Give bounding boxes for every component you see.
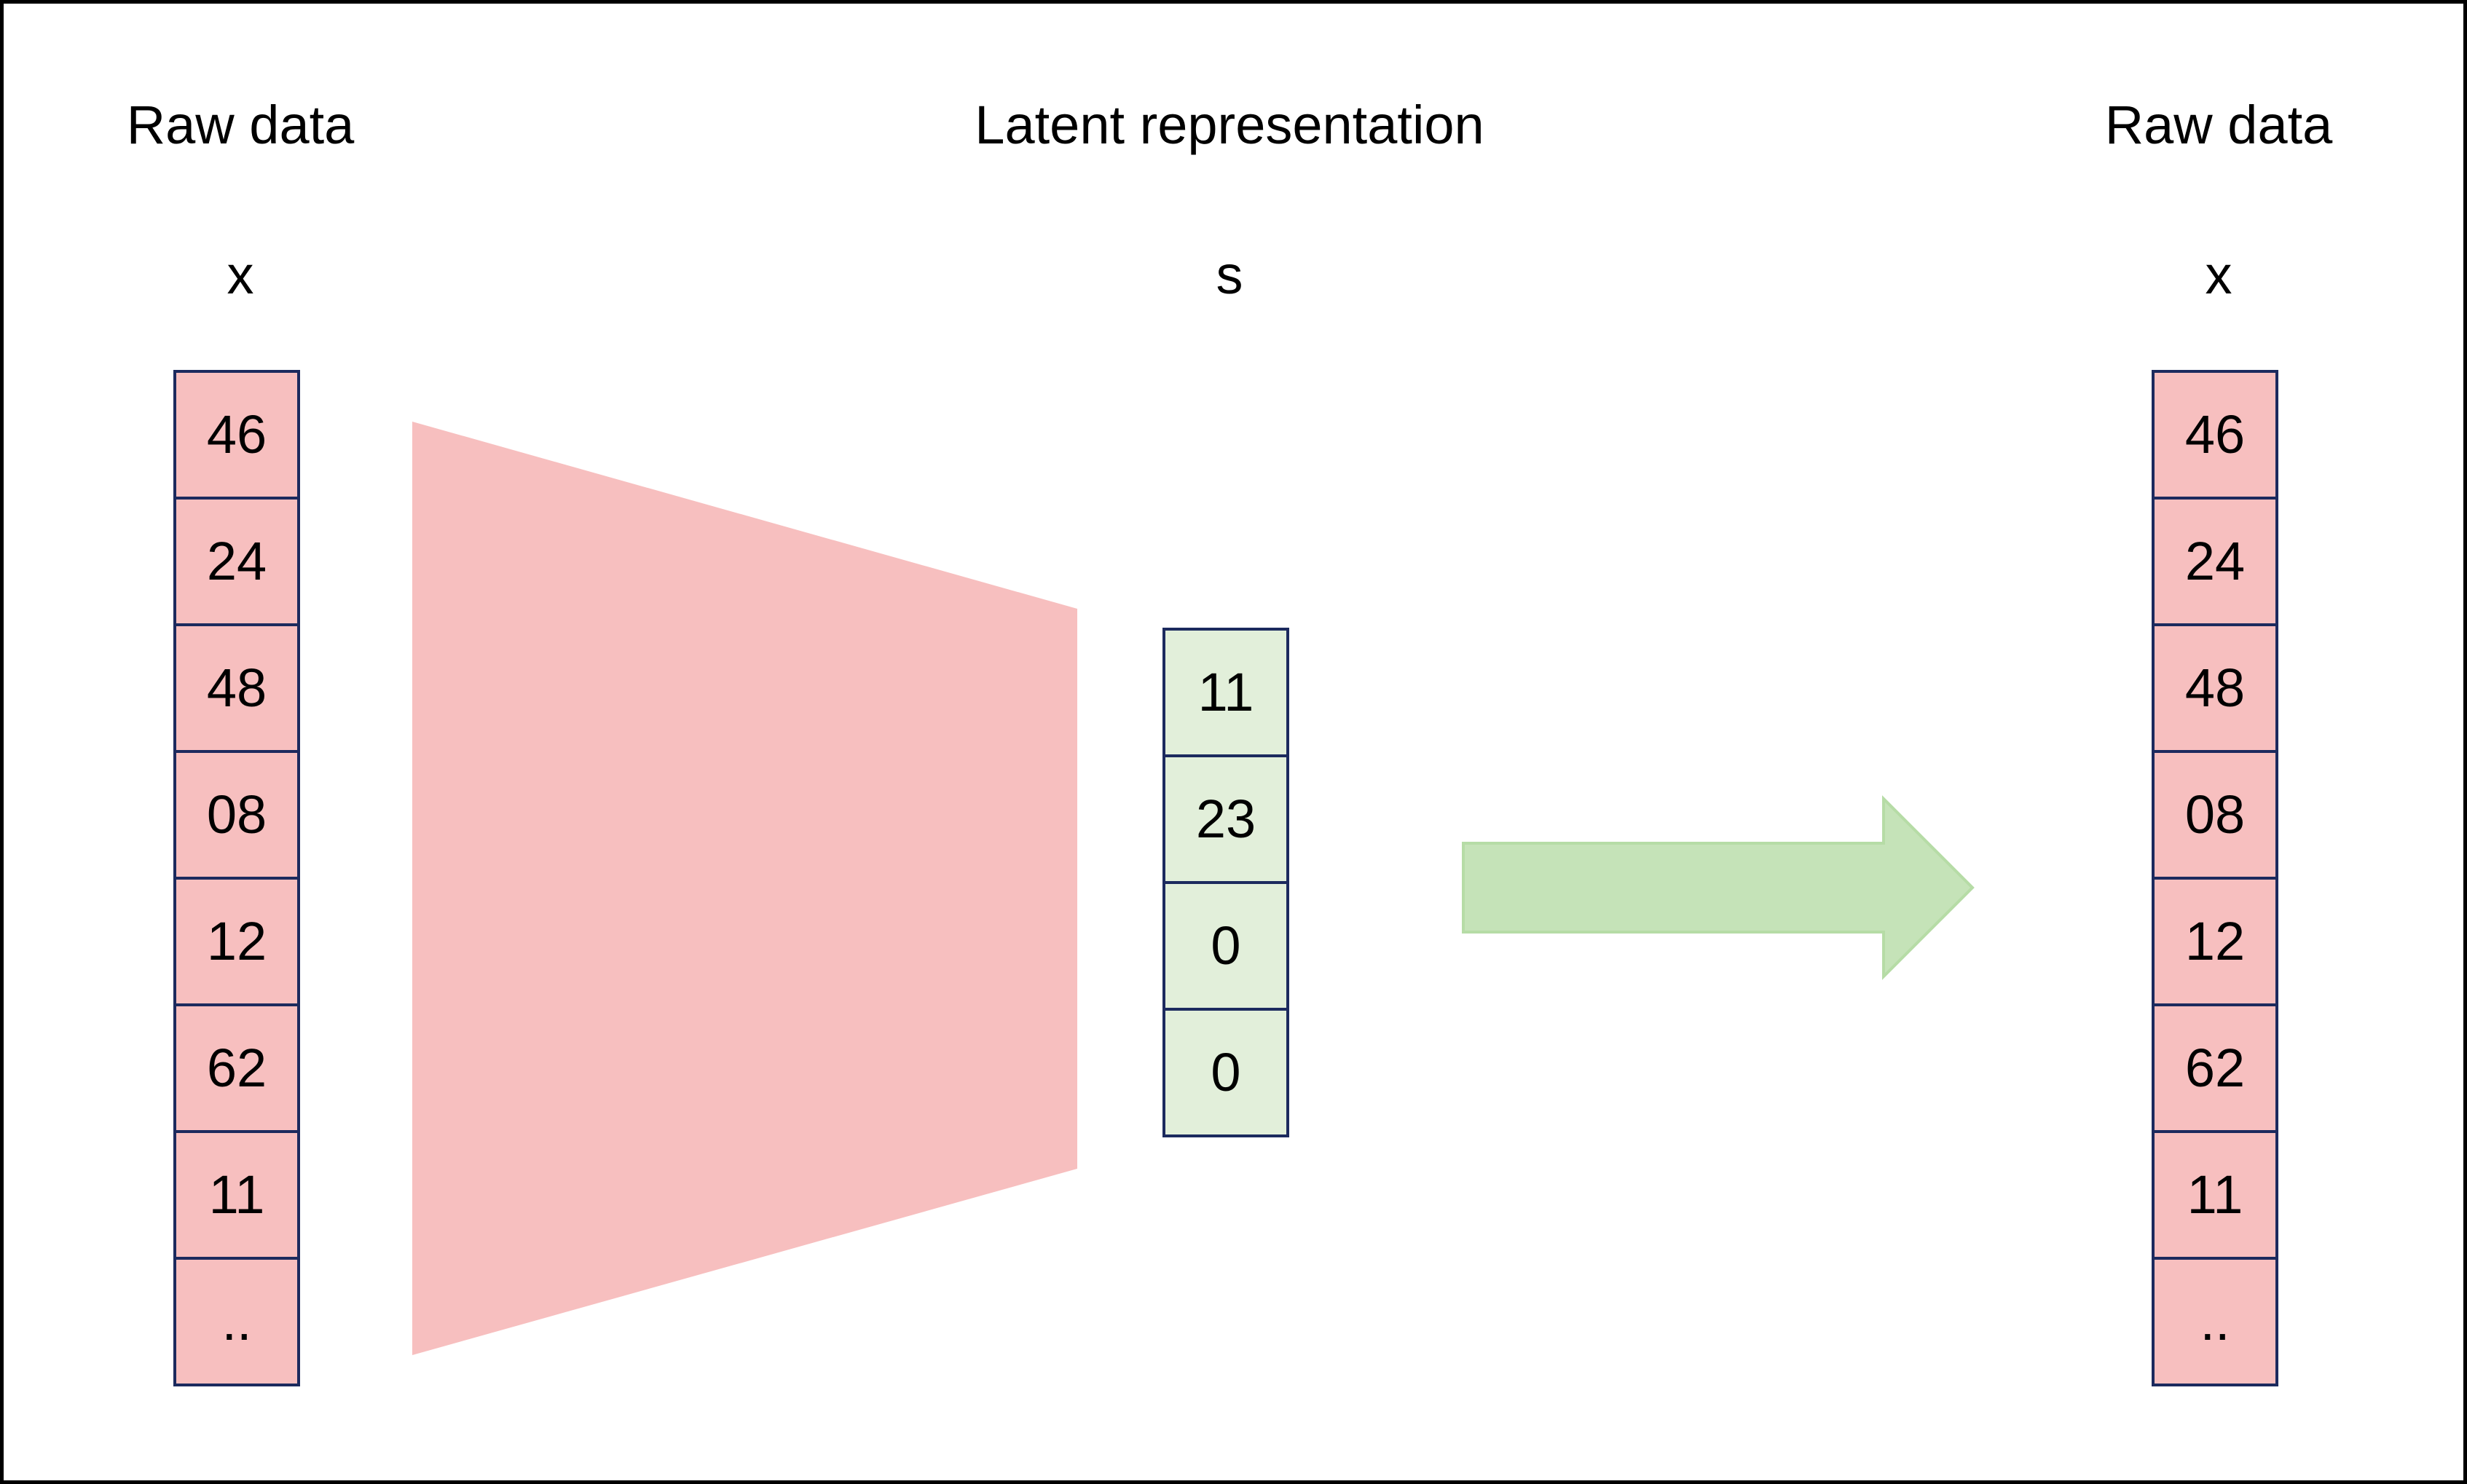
input-vector-cell: 46 [173,370,300,500]
output-vector-cell: 24 [2152,497,2278,626]
output-vector-cell: 46 [2152,370,2278,500]
latent-vector-cell: 11 [1162,628,1289,757]
output-vector-cell: 12 [2152,877,2278,1006]
input-vector-cell: 48 [173,623,300,753]
input-vector-cell: 62 [173,1003,300,1133]
encoder-trapezoid [412,422,1077,1355]
output-heading: Raw data [2104,95,2333,155]
latent-vector-cell: 23 [1162,754,1289,884]
output-variable-label: x [2205,245,2232,305]
output-vector-cell: 62 [2152,1003,2278,1133]
input-vector-cell: .. [173,1257,300,1386]
flow-shapes [412,422,1975,1355]
latent-vector-cell: 0 [1162,881,1289,1011]
decoder-arrow [1462,795,1975,980]
input-vector-cell: 12 [173,877,300,1006]
input-variable-label: x [227,245,254,305]
output-vector-cell: .. [2152,1257,2278,1386]
input-vector-cell: 24 [173,497,300,626]
input-heading: Raw data [126,95,355,155]
output-vector-cell: 11 [2152,1130,2278,1260]
input-vector-cell: 08 [173,750,300,880]
latent-variable-label: s [1216,245,1243,305]
output-vector-cell: 08 [2152,750,2278,880]
input-vector-cell: 11 [173,1130,300,1260]
latent-heading: Latent representation [975,95,1484,155]
output-vector-cell: 48 [2152,623,2278,753]
latent-vector-cell: 0 [1162,1008,1289,1137]
